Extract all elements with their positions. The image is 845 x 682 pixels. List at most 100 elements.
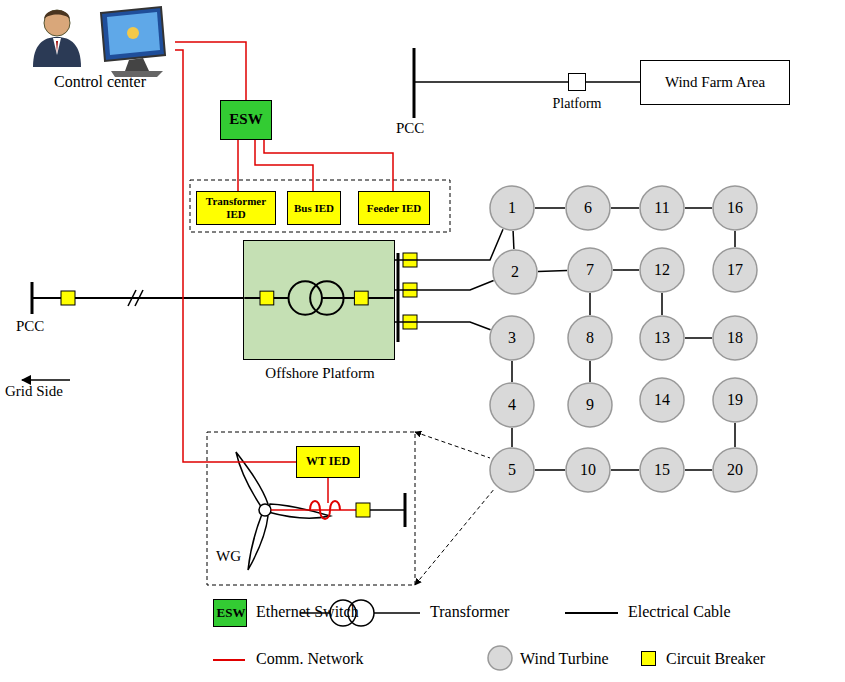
generator-label: WG [216, 548, 241, 565]
node-label: 12 [654, 261, 670, 279]
comm-link [237, 140, 239, 191]
legend-text: Comm. Network [256, 650, 364, 668]
wind-turbine: 7 [567, 247, 613, 293]
ethernet-switch: ESW [220, 100, 272, 140]
wind-turbine: 20 [712, 447, 758, 493]
node-label: Platform [553, 96, 602, 112]
comm-link [264, 140, 393, 191]
wind-turbine: 1 [489, 185, 535, 231]
electrical-cable [589, 293, 591, 315]
node-label: 11 [654, 199, 669, 217]
electrical-cable [589, 361, 591, 382]
electrical-cable [512, 231, 514, 249]
node-label: 14 [654, 391, 670, 409]
electrical-cable [685, 469, 712, 471]
node-label: 10 [580, 461, 596, 479]
node-label: 20 [727, 461, 743, 479]
node-label: 4 [508, 396, 516, 414]
wind-turbine: 18 [712, 315, 758, 361]
wind-turbine: 12 [639, 247, 685, 293]
legend-samples [213, 600, 618, 670]
wind-turbine: 6 [565, 185, 611, 231]
legend-text: Transformer [430, 603, 509, 621]
electrical-cable [586, 81, 640, 83]
electrical-cable [734, 423, 736, 447]
electrical-cable [685, 337, 712, 339]
ied-group-frame [190, 180, 450, 232]
wind-turbine: 2 [492, 249, 538, 295]
wind-turbine: 11 [639, 185, 685, 231]
electrical-cable [511, 361, 513, 382]
wind-turbine: 8 [567, 315, 613, 361]
node-label: WT IED [306, 455, 350, 469]
offshore-platform: Offshore Platform [243, 240, 395, 360]
wind-turbine: 17 [712, 247, 758, 293]
legend-text: Wind Turbine [520, 650, 609, 668]
ied-box: Bus IED [287, 191, 341, 225]
node-label: 19 [727, 391, 743, 409]
control-center: Control center [25, 5, 175, 93]
electrical-cable [661, 293, 663, 315]
node-label: 3 [508, 329, 516, 347]
wind-turbine: 15 [639, 447, 685, 493]
node-label: 2 [511, 263, 519, 281]
electrical-cable [685, 207, 712, 209]
node-label: 16 [727, 199, 743, 217]
electrical-cable [535, 207, 565, 209]
node-label: Wind Farm Area [665, 74, 765, 91]
comm-link [175, 42, 246, 100]
wind-turbine: 5 [489, 447, 535, 493]
platform-bus [398, 253, 417, 342]
wind-turbine: 14 [639, 377, 685, 423]
node-label: 6 [584, 199, 592, 217]
wind-turbine: 3 [489, 315, 535, 361]
node-label: 15 [654, 461, 670, 479]
legend-text: Circuit Breaker [666, 650, 765, 668]
electrical-cable [395, 229, 503, 260]
node-label: 17 [727, 261, 743, 279]
wind-turbine: 4 [489, 382, 535, 428]
grid-feed [22, 282, 243, 380]
electrical-cable [734, 231, 736, 247]
node-label: 9 [586, 396, 594, 414]
electrical-cable [535, 469, 565, 471]
wind-turbine: 16 [712, 185, 758, 231]
node-label: 5 [508, 461, 516, 479]
node-label: 1 [508, 199, 516, 217]
wind-turbine: 9 [567, 382, 613, 428]
ied-box: Feeder IED [358, 191, 430, 225]
node-label: Bus IED [294, 202, 334, 215]
platform-box: Platform [568, 73, 586, 91]
electrical-cable [611, 469, 639, 471]
legend-swatch [641, 651, 656, 666]
node-label: 8 [586, 329, 594, 347]
legend-text: Ethernet Switch [256, 603, 359, 621]
legend-text: Electrical Cable [628, 603, 731, 621]
node-label: ESW [229, 111, 262, 128]
node-label: Control center [54, 73, 146, 91]
electrical-cable [511, 428, 513, 447]
node-label: Feeder IED [367, 202, 421, 215]
node-label: Transformer IED [197, 195, 275, 220]
wind-turbine: 19 [712, 377, 758, 423]
wind-generator-detail [207, 432, 495, 585]
wind-farm-area-box: Wind Farm Area [640, 60, 790, 105]
electrical-cable [611, 207, 639, 209]
wind-turbine: 10 [565, 447, 611, 493]
wind-turbine: 13 [639, 315, 685, 361]
platform-transformer [244, 241, 394, 359]
grid-side-label: Grid Side [5, 383, 63, 400]
electrical-cable [613, 269, 639, 271]
pcc-feed-top [414, 48, 568, 118]
node-label: 18 [727, 329, 743, 347]
ied-box: WT IED [296, 446, 360, 478]
node-label: 7 [586, 261, 594, 279]
node-label: Offshore Platform [264, 365, 376, 382]
pcc-label: PCC [396, 120, 424, 137]
electrical-cable [395, 322, 491, 330]
electrical-cable [538, 270, 567, 272]
pcc-label: PCC [16, 318, 44, 335]
ied-box: Transformer IED [196, 191, 276, 225]
legend-switch-text: ESW [215, 600, 247, 626]
